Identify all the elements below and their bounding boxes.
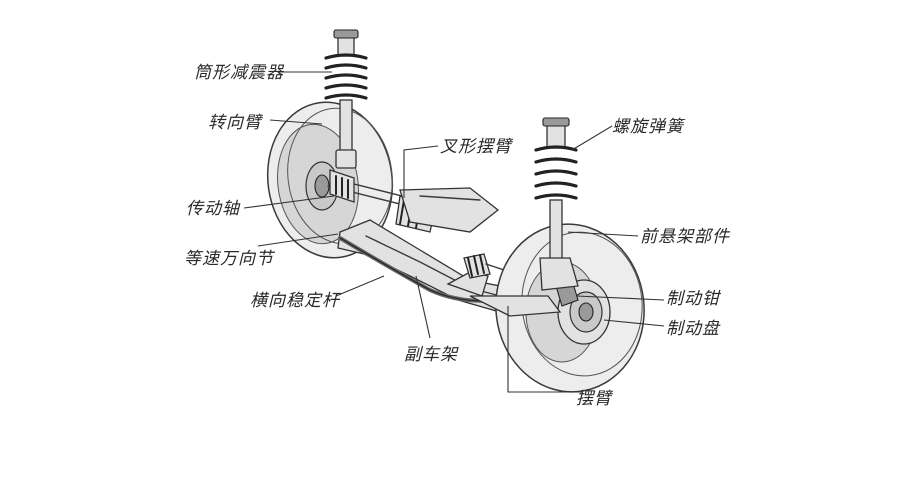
label-coil-spring: 螺旋弹簧 [612,117,686,137]
label-drive-shaft: 传动轴 [186,199,241,219]
label-cv-joint: 等速万向节 [184,249,276,269]
label-stabilizer-bar: 横向稳定杆 [250,291,342,311]
labels: 筒形减震器 转向臂 叉形摆臂 螺旋弹簧 传动轴 等速万向节 前悬架部件 横向稳定… [184,63,731,409]
label-brake-disc: 制动盘 [666,319,721,339]
label-control-arm: 摆臂 [576,389,614,409]
label-steering-arm: 转向臂 [208,113,264,133]
label-wishbone: 叉形摆臂 [440,137,514,157]
label-front-suspension-part: 前悬架部件 [640,227,731,247]
label-brake-caliper: 制动钳 [666,289,722,309]
label-subframe: 副车架 [404,345,459,365]
leader-coil-spring [572,126,612,150]
label-strut: 筒形减震器 [194,63,285,83]
leader-stabilizer-bar [336,276,384,296]
right-strut [536,118,578,290]
